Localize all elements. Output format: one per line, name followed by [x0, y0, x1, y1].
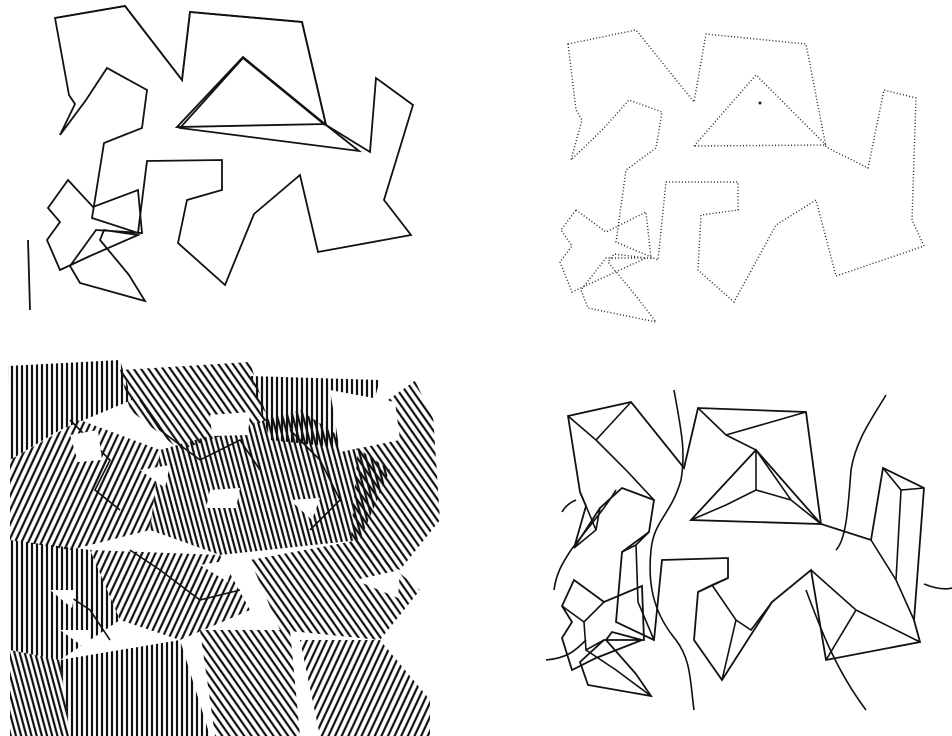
dotted-polygons-svg — [476, 0, 952, 340]
skeleton-polygons-svg — [476, 340, 952, 736]
polygon-c — [177, 57, 325, 127]
medial-curve — [924, 584, 952, 589]
dotted-polygon-b — [568, 30, 924, 302]
hole — [206, 488, 240, 508]
hole — [210, 412, 250, 436]
skeleton-line — [636, 545, 654, 640]
solid-polygons-svg — [0, 0, 476, 340]
dotted-polygon-d — [560, 210, 656, 322]
hatch-region — [300, 640, 430, 736]
skeleton-line — [712, 585, 736, 680]
skeleton-line — [726, 435, 821, 524]
skeleton-line — [568, 402, 631, 440]
medial-curve — [806, 590, 866, 710]
skeleton-line — [596, 440, 654, 500]
hatch-region — [60, 640, 210, 736]
hatched-regions-svg — [0, 340, 476, 736]
medial-curve — [836, 395, 886, 550]
panel-skeleton-polygons — [476, 340, 952, 736]
skeleton-line — [584, 622, 604, 650]
skeleton-line — [871, 540, 896, 580]
skeleton-line — [698, 578, 728, 592]
panel-hatched-regions — [0, 340, 476, 736]
hatch-region — [200, 630, 300, 736]
skeleton-line — [580, 492, 596, 530]
skeleton-outer-polygon — [568, 402, 924, 680]
medial-curve — [562, 500, 576, 512]
dot-mark — [759, 102, 762, 105]
skeleton-line — [586, 650, 651, 696]
skeleton-line — [856, 610, 920, 642]
polygon-b — [55, 6, 413, 285]
skeleton-line — [736, 602, 772, 630]
skeleton-line — [562, 602, 604, 622]
panel-dotted-polygons — [476, 0, 952, 340]
skeleton-line — [896, 490, 914, 620]
outer-medial-lines — [546, 390, 952, 710]
dotted-polygon-c — [694, 75, 826, 146]
panel-solid-polygons — [0, 0, 476, 340]
stray-line — [28, 240, 30, 310]
medial-curve — [650, 390, 694, 710]
